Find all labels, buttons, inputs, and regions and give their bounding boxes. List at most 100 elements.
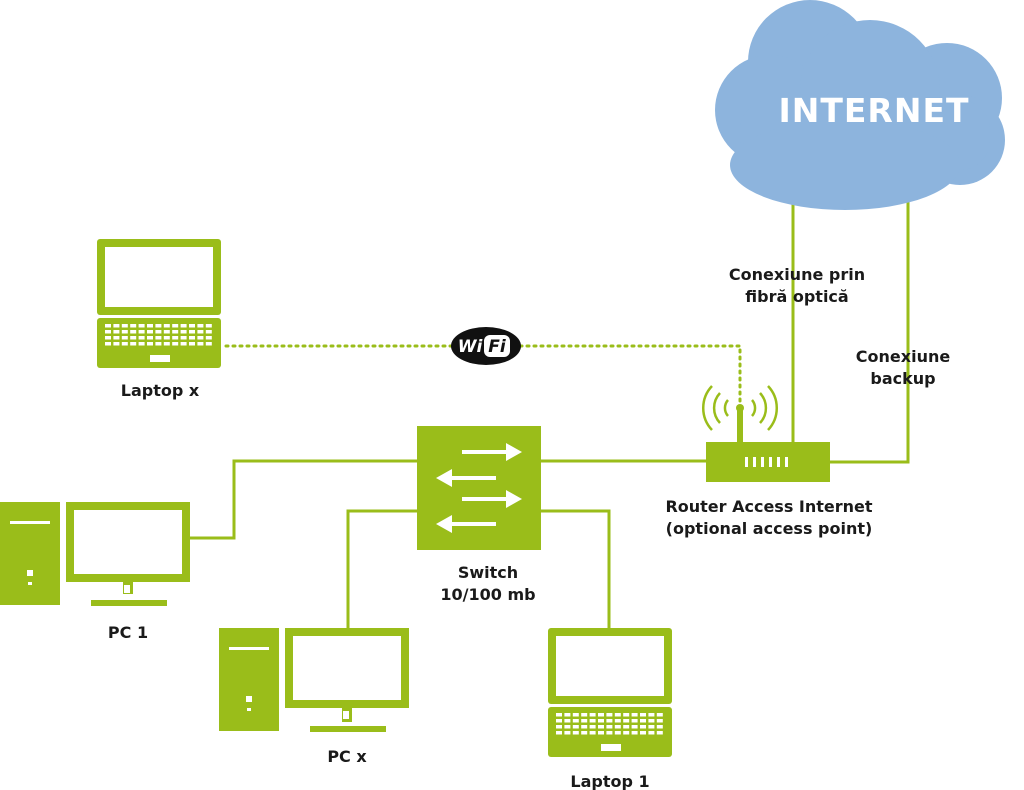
keyboard-key xyxy=(589,719,596,723)
keyboard-key xyxy=(138,336,145,340)
keyboard-key xyxy=(105,330,111,334)
keyboard-key xyxy=(180,342,187,346)
keyboard-key xyxy=(598,731,604,735)
keyboard-key xyxy=(614,713,621,717)
laptop1-switch-line xyxy=(541,509,611,628)
wifi-logo-icon: Wi Fi xyxy=(451,327,521,365)
pc-1-label: PC 1 xyxy=(108,623,148,642)
keyboard-key xyxy=(606,719,613,723)
keyboard-key xyxy=(581,725,588,729)
keyboard-key xyxy=(197,336,204,340)
keyboard-key xyxy=(631,713,638,717)
keyboard-key xyxy=(556,719,562,723)
keyboard-key xyxy=(656,725,663,729)
keyboard-key xyxy=(138,324,145,328)
keyboard-key xyxy=(581,731,588,735)
keyboard-key xyxy=(189,342,195,346)
keyboard-key xyxy=(147,336,153,340)
keyboard-key xyxy=(572,725,579,729)
keyboard-key xyxy=(606,731,613,735)
keyboard-key xyxy=(121,342,128,346)
keyboard-key xyxy=(656,731,663,735)
laptop-icon xyxy=(97,239,221,368)
keyboard-key xyxy=(589,731,596,735)
keyboard-key xyxy=(121,324,128,328)
keyboard-key xyxy=(640,719,646,723)
keyboard-key xyxy=(589,713,596,717)
keyboard-key xyxy=(556,731,562,735)
keyboard-key xyxy=(648,713,655,717)
switch-label-line1: Switch xyxy=(458,563,518,582)
keyboard-key xyxy=(197,324,204,328)
keyboard-key xyxy=(631,725,638,729)
keyboard-key xyxy=(623,719,630,723)
keyboard-key xyxy=(572,731,579,735)
keyboard-key xyxy=(189,330,195,334)
keyboard-key xyxy=(105,336,111,340)
keyboard-key xyxy=(589,725,596,729)
keyboard-key xyxy=(631,731,638,735)
fiber-label-line1: Conexiune prin xyxy=(729,265,865,284)
keyboard-key xyxy=(121,336,128,340)
laptop-x: Laptop x xyxy=(97,239,221,400)
keyboard-key xyxy=(648,725,655,729)
keyboard-key xyxy=(640,725,646,729)
keyboard-key xyxy=(623,731,630,735)
keyboard-key xyxy=(598,725,604,729)
keyboard-key xyxy=(172,336,179,340)
keyboard-key xyxy=(189,324,195,328)
laptop-1-label: Laptop 1 xyxy=(570,772,649,790)
backup-label-line2: backup xyxy=(870,369,935,388)
keyboard-key xyxy=(581,719,588,723)
keyboard-key xyxy=(648,719,655,723)
signal-waves-icon xyxy=(702,385,778,431)
cloud-icon xyxy=(715,0,1005,210)
keyboard-key xyxy=(572,719,579,723)
keyboard-key xyxy=(656,719,663,723)
internet-cloud: INTERNET xyxy=(715,0,1005,210)
keyboard-key xyxy=(205,336,212,340)
backup-label-line1: Conexiune xyxy=(856,347,951,366)
keyboard-key xyxy=(572,713,579,717)
keyboard-key xyxy=(640,713,646,717)
keyboard-key xyxy=(640,731,646,735)
wifi-text-fi: Fi xyxy=(488,337,507,357)
keyboard-key xyxy=(155,330,162,334)
keyboard-key xyxy=(564,713,571,717)
keyboard-key xyxy=(163,330,170,334)
keyboard-key xyxy=(564,725,571,729)
keyboard-key xyxy=(163,336,170,340)
desktop-pc-icon xyxy=(219,628,409,732)
keyboard-key xyxy=(130,342,137,346)
keyboard-key xyxy=(614,725,621,729)
keyboard-key xyxy=(631,719,638,723)
keyboard-key xyxy=(623,725,630,729)
keyboard-key xyxy=(147,324,153,328)
keyboard-key xyxy=(147,330,153,334)
router-label-line1: Router Access Internet xyxy=(665,497,872,516)
keyboard-key xyxy=(205,324,212,328)
keyboard-key xyxy=(564,731,571,735)
keyboard-key xyxy=(113,324,120,328)
keyboard-key xyxy=(564,719,571,723)
keyboard-key xyxy=(598,713,604,717)
desktop-pc-icon xyxy=(0,502,190,606)
switch-label-line2: 10/100 mb xyxy=(440,585,535,604)
keyboard-key xyxy=(180,336,187,340)
router: Router Access Internet (optional access … xyxy=(665,385,873,538)
laptop-1: Laptop 1 xyxy=(548,628,672,790)
keyboard-key xyxy=(606,713,613,717)
fiber-label-line2: fibră optică xyxy=(745,287,848,306)
keyboard-key xyxy=(130,336,137,340)
connection-lines xyxy=(190,192,910,628)
keyboard-key xyxy=(623,713,630,717)
keyboard-key xyxy=(105,324,111,328)
keyboard-key xyxy=(130,330,137,334)
keyboard-key xyxy=(113,330,120,334)
keyboard-key xyxy=(155,336,162,340)
keyboard-key xyxy=(172,330,179,334)
keyboard-key xyxy=(648,731,655,735)
pcx-switch-line xyxy=(346,509,417,628)
keyboard-key xyxy=(180,330,187,334)
keyboard-key xyxy=(172,324,179,328)
